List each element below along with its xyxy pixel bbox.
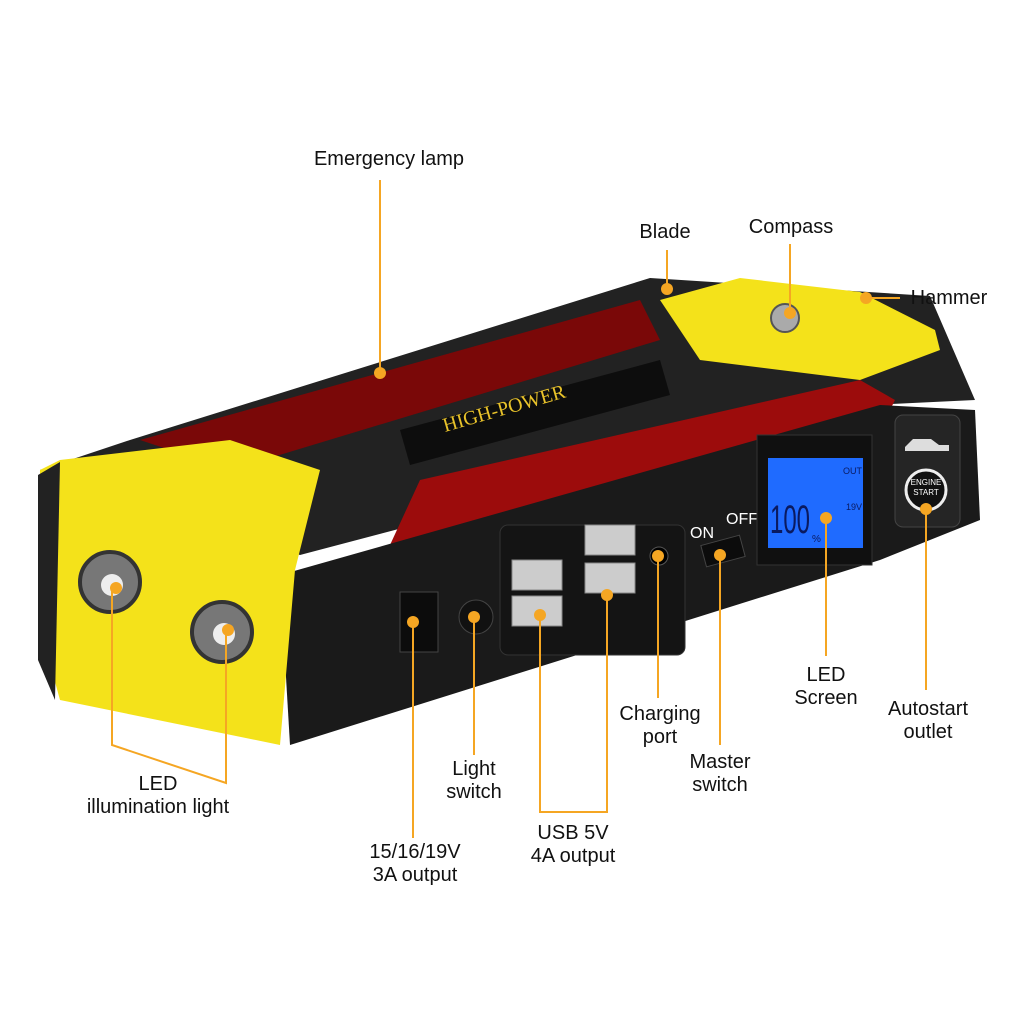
label-line: 4A output xyxy=(530,845,616,867)
label-line: 15/16/19V xyxy=(369,841,461,863)
label-line: switch xyxy=(446,781,502,803)
label-line: switch xyxy=(692,774,748,796)
usb-port-3 xyxy=(584,524,636,556)
label-line: 3A output xyxy=(372,864,458,886)
emergency-lamp-top xyxy=(140,300,660,470)
engine-text: ENGINE xyxy=(911,478,942,487)
lcd-value: 100 xyxy=(770,498,810,542)
usb-port-4 xyxy=(584,562,636,594)
label-line: LED xyxy=(806,664,846,686)
brand-plate xyxy=(400,360,670,465)
callout-dots xyxy=(110,283,932,636)
lcd-out: OUT xyxy=(843,466,863,476)
label-hammer: Hammer xyxy=(910,287,988,309)
lcd-unit: % xyxy=(812,534,821,545)
lcd-screen xyxy=(768,458,863,548)
usb-port-2 xyxy=(511,595,563,627)
label-line: Charging xyxy=(619,703,701,725)
label-line: Autostart xyxy=(887,698,969,720)
car-icon xyxy=(905,439,949,451)
label-blade: Blade xyxy=(639,221,691,243)
label-line: port xyxy=(642,726,678,748)
label-emergency-lamp: Emergency lamp xyxy=(313,148,465,170)
start-text: START xyxy=(913,488,939,497)
compass xyxy=(770,303,800,333)
label-line: Screen xyxy=(794,687,858,709)
label-line: USB 5V xyxy=(537,822,609,844)
switch-on-label: ON xyxy=(690,525,714,542)
callout-lines xyxy=(111,180,927,838)
label-compass: Compass xyxy=(748,216,834,238)
yellow-cap-top xyxy=(660,278,940,380)
lcd-voltage: 19V xyxy=(846,502,862,512)
label-line: illumination light xyxy=(86,796,230,818)
left-end-dark xyxy=(38,462,60,700)
yellow-cap-left xyxy=(38,440,320,745)
switch-off-label: OFF xyxy=(726,511,758,528)
label-line: Master xyxy=(689,751,751,773)
label-line: outlet xyxy=(903,721,953,743)
label-line: LED xyxy=(138,773,178,795)
label-line: Light xyxy=(452,758,496,780)
usb-port-1 xyxy=(511,559,563,591)
